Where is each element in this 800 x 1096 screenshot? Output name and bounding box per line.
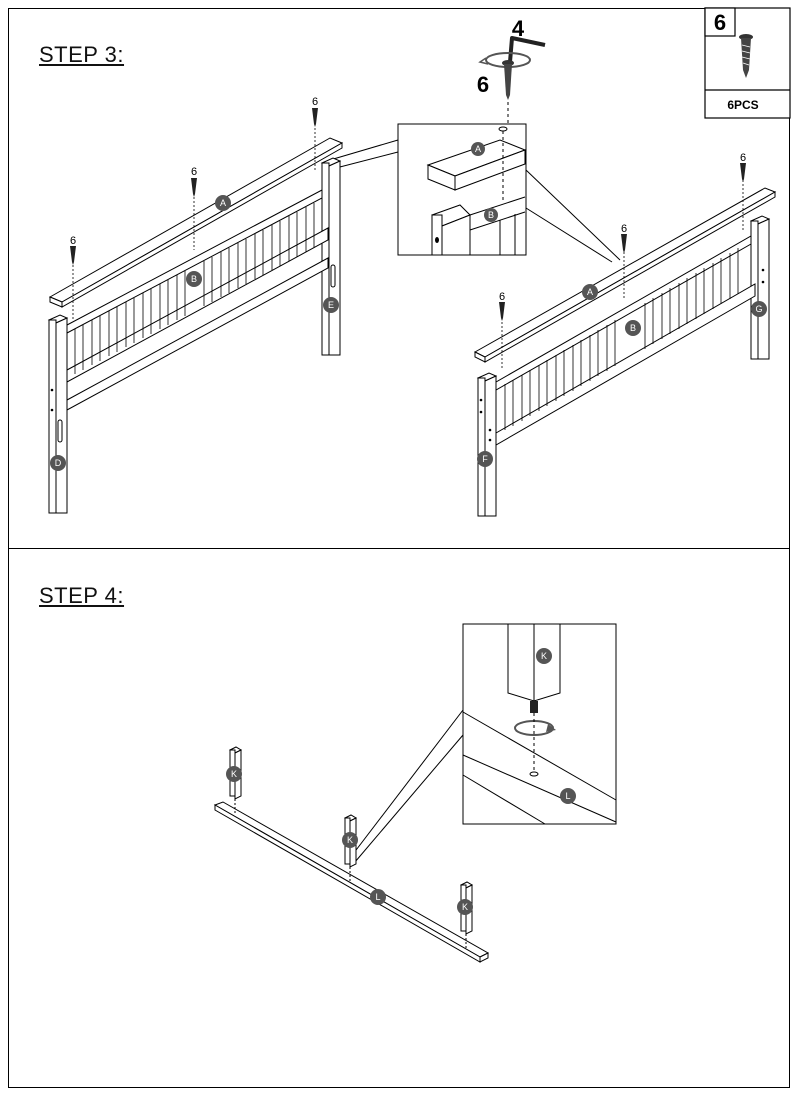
hardware-id: 6 bbox=[714, 10, 726, 35]
part-label-b: B bbox=[630, 323, 636, 333]
slat-board: L bbox=[213, 801, 490, 963]
step-4-panel: STEP 4: bbox=[8, 548, 790, 1088]
left-headboard: A B D E bbox=[47, 128, 344, 514]
screw-mark-label: 6 bbox=[499, 291, 505, 303]
screw-mark-label: 6 bbox=[191, 166, 197, 178]
part-label-k: K bbox=[347, 835, 353, 845]
screw-icon bbox=[739, 34, 753, 78]
right-headboard: A B F G bbox=[473, 180, 777, 517]
screw-mark-label: 6 bbox=[70, 235, 76, 247]
leg-k-3: K bbox=[457, 881, 474, 948]
screw-icon bbox=[70, 108, 746, 321]
part-label-l: L bbox=[375, 892, 380, 902]
screw-mark-label: 6 bbox=[740, 152, 746, 164]
part-label-l: L bbox=[565, 791, 570, 801]
part-label-e: E bbox=[328, 300, 334, 310]
part-label-f: F bbox=[482, 454, 488, 464]
step-4-title: STEP 4: bbox=[39, 583, 125, 608]
screw-marks: 6 6 6 6 6 6 bbox=[70, 96, 746, 321]
leg-k-2: K bbox=[342, 814, 358, 882]
part-label-k: K bbox=[231, 769, 237, 779]
part-label-a: A bbox=[220, 198, 226, 208]
leg-k-1: K bbox=[226, 746, 243, 815]
tool-label: 4 bbox=[512, 16, 525, 41]
hardware-quantity: 6PCS bbox=[727, 98, 758, 112]
screw-mark-label: 6 bbox=[621, 223, 627, 235]
detail-view-step4: K L bbox=[349, 623, 617, 863]
step-3-title: STEP 3: bbox=[39, 42, 125, 67]
part-label-a: A bbox=[587, 287, 593, 297]
screw-icon bbox=[502, 60, 514, 100]
hardware-box: 6 6PCS bbox=[704, 7, 791, 119]
part-label-b: B bbox=[191, 274, 197, 284]
detail-view-step3: A B bbox=[329, 123, 621, 263]
part-label-g: G bbox=[755, 304, 762, 314]
part-label-k: K bbox=[541, 651, 547, 661]
part-label-a: A bbox=[475, 144, 481, 154]
screw-label: 6 bbox=[477, 72, 489, 97]
part-label-k: K bbox=[462, 902, 468, 912]
part-label-b: B bbox=[488, 210, 494, 220]
screw-mark-label: 6 bbox=[312, 96, 318, 108]
part-label-d: D bbox=[55, 458, 62, 468]
